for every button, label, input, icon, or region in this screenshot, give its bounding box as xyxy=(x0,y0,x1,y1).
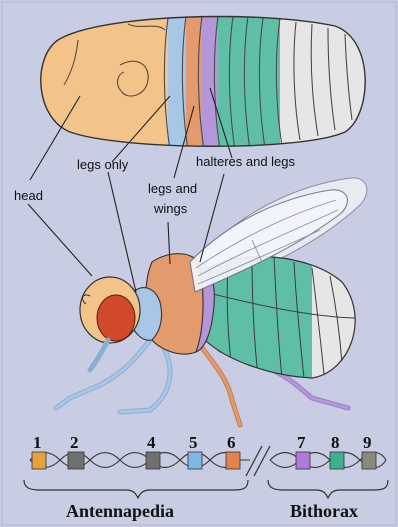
bithorax-label: Bithorax xyxy=(290,501,358,521)
gene-number-5: 5 xyxy=(189,433,198,452)
gene-band-4 xyxy=(146,452,160,469)
embryo-halteres-segment xyxy=(202,5,218,165)
label-halteres-and-legs: halteres and legs xyxy=(196,154,296,169)
gene-number-6: 6 xyxy=(227,433,236,452)
gene-band-5 xyxy=(188,452,202,469)
svg-text:legs and: legs and xyxy=(148,181,197,196)
gene-band-9 xyxy=(362,452,376,469)
antennapedia-label: Antennapedia xyxy=(66,501,174,521)
embryo-legs-only-segment xyxy=(168,5,186,165)
label-legs-only: legs only xyxy=(77,157,129,172)
gene-number-4: 4 xyxy=(147,433,156,452)
gene-number-9: 9 xyxy=(363,433,372,452)
svg-text:wings: wings xyxy=(153,201,188,216)
fly-eye xyxy=(97,295,135,341)
embryo-legs-wings-segment xyxy=(186,5,202,165)
svg-text:legs only: legs only xyxy=(77,157,129,172)
gene-number-8: 8 xyxy=(331,433,340,452)
gene-band-7 xyxy=(296,452,310,469)
svg-text:head: head xyxy=(14,188,43,203)
gene-band-1 xyxy=(32,452,46,469)
gene-number-2: 2 xyxy=(70,433,79,452)
gene-number-1: 1 xyxy=(33,433,42,452)
gene-band-2 xyxy=(68,452,84,469)
gene-number-7: 7 xyxy=(297,433,306,452)
gene-band-6 xyxy=(226,452,240,469)
gene-band-8 xyxy=(330,452,344,469)
label-head: head xyxy=(14,188,43,203)
svg-text:halteres and legs: halteres and legs xyxy=(196,154,296,169)
